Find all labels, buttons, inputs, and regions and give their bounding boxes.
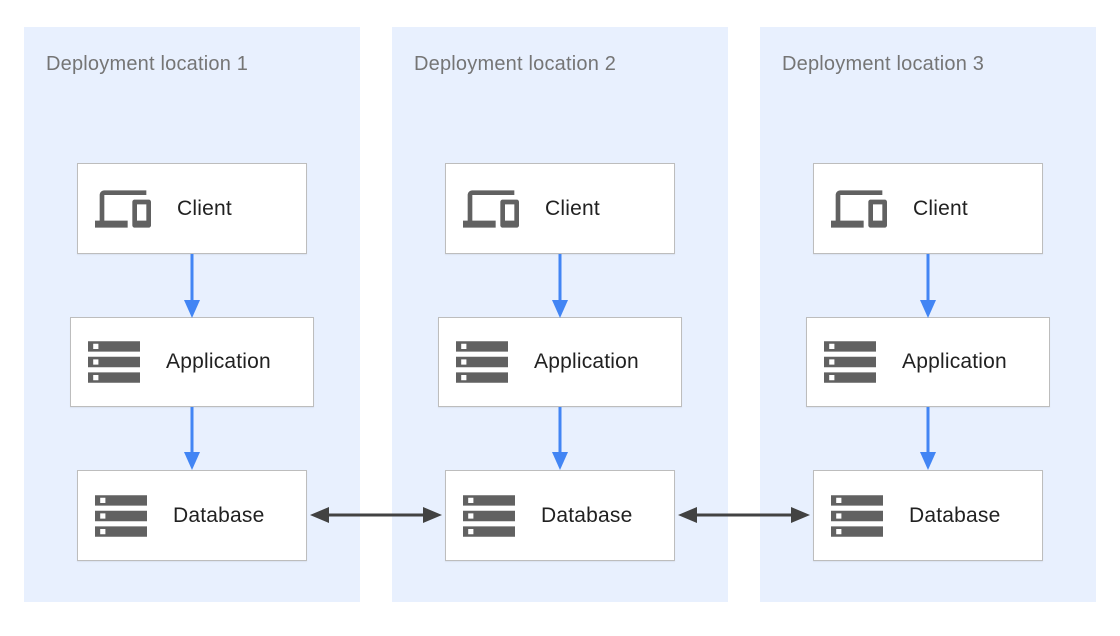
devices-icon	[463, 189, 519, 228]
database-node: Database	[77, 470, 307, 561]
panel-title: Deployment location 1	[46, 53, 249, 75]
application-node: Application	[806, 317, 1050, 407]
server-icon	[88, 341, 140, 383]
server-icon	[831, 494, 883, 537]
devices-icon	[95, 189, 151, 228]
node-label: Client	[913, 196, 968, 220]
application-node: Application	[438, 317, 682, 407]
node-label: Database	[541, 503, 633, 527]
client-node: Client	[813, 163, 1043, 254]
application-node: Application	[70, 317, 314, 407]
deployment-location-3-panel: Deployment location 3 Client Application…	[760, 27, 1096, 602]
node-label: Database	[173, 503, 265, 527]
database-node: Database	[445, 470, 675, 561]
server-icon	[824, 341, 876, 383]
server-icon	[456, 341, 508, 383]
server-icon	[463, 494, 515, 537]
panel-title: Deployment location 2	[414, 53, 617, 75]
client-node: Client	[445, 163, 675, 254]
devices-icon	[831, 189, 887, 228]
node-label: Database	[909, 503, 1001, 527]
server-icon	[95, 494, 147, 537]
node-label: Application	[534, 350, 639, 373]
node-label: Application	[902, 350, 1007, 373]
client-node: Client	[77, 163, 307, 254]
node-label: Application	[166, 350, 271, 373]
panel-title: Deployment location 3	[782, 53, 985, 75]
node-label: Client	[545, 196, 600, 220]
database-node: Database	[813, 470, 1043, 561]
deployment-location-1-panel: Deployment location 1 Client Application…	[24, 27, 360, 602]
deployment-location-2-panel: Deployment location 2 Client Application…	[392, 27, 728, 602]
node-label: Client	[177, 196, 232, 220]
